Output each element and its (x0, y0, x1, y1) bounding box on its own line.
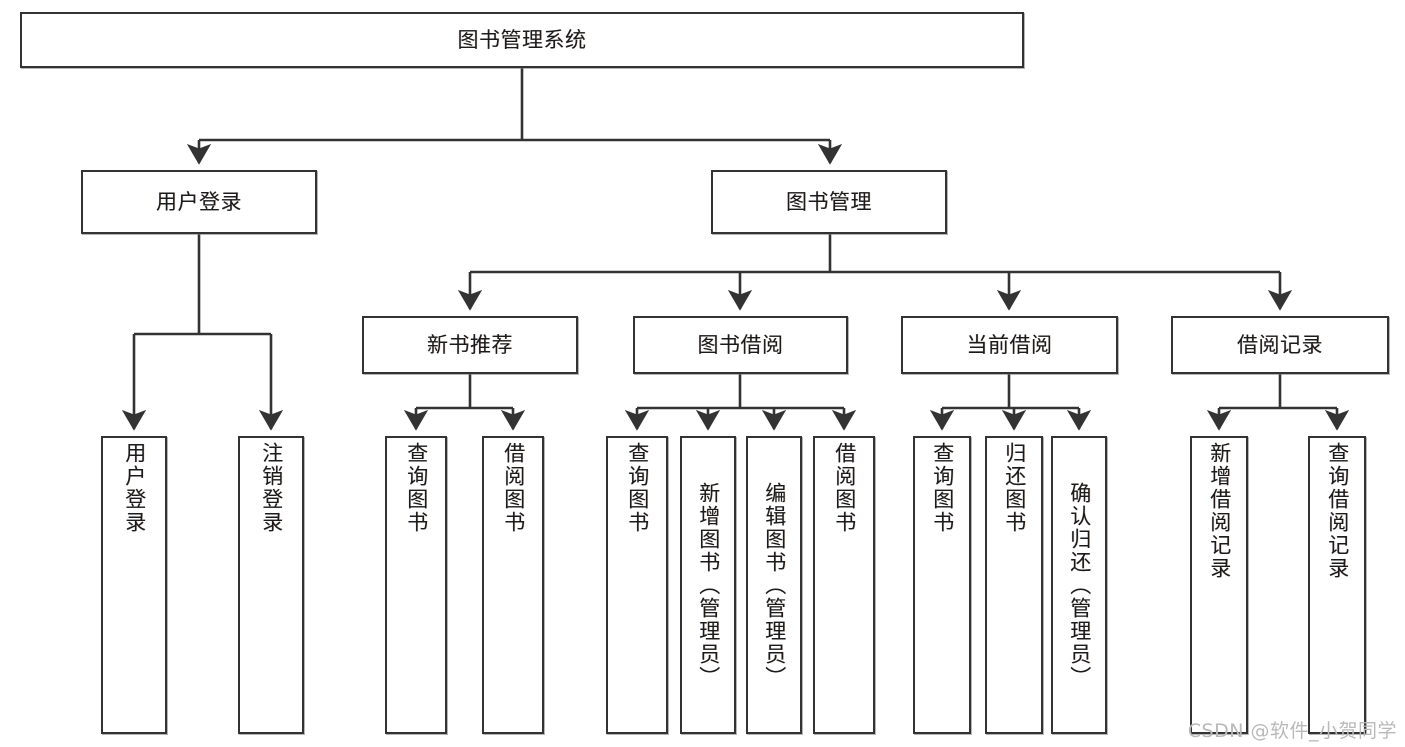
node-label: 当前借阅 (966, 332, 1053, 357)
node-current-borrow[interactable]: 当前借阅 (901, 316, 1118, 374)
node-label: 图书借阅 (697, 332, 784, 357)
node-user-login[interactable]: 用户登录 (81, 170, 317, 234)
leaf-borrow-book-recommend[interactable]: 借阅图书 (482, 436, 544, 734)
node-root-system[interactable]: 图书管理系统 (20, 12, 1024, 68)
leaf-query-book-recommend[interactable]: 查询图书 (385, 436, 447, 734)
node-label: 新增图书（管理员） (696, 481, 721, 689)
node-book-borrow[interactable]: 图书借阅 (633, 316, 848, 374)
leaf-query-borrow-record[interactable]: 查询借阅记录 (1308, 436, 1366, 734)
leaf-query-book-current[interactable]: 查询图书 (913, 436, 971, 734)
node-borrow-record[interactable]: 借阅记录 (1171, 316, 1389, 374)
node-label: 查询图书 (404, 442, 429, 534)
node-label: 注销登录 (259, 442, 284, 534)
node-label: 图书管理系统 (457, 27, 587, 52)
leaf-user-login[interactable]: 用户登录 (101, 436, 167, 734)
node-label: 查询图书 (930, 442, 955, 534)
leaf-borrow-book[interactable]: 借阅图书 (813, 436, 875, 734)
node-label: 查询图书 (625, 442, 650, 534)
leaf-edit-book-admin[interactable]: 编辑图书（管理员） (746, 436, 802, 734)
node-label: 图书管理 (786, 189, 872, 214)
node-label: 新增借阅记录 (1207, 442, 1232, 580)
node-label: 编辑图书（管理员） (762, 481, 787, 689)
leaf-return-book[interactable]: 归还图书 (985, 436, 1043, 734)
node-label: 归还图书 (1002, 442, 1027, 534)
node-new-book-recommend[interactable]: 新书推荐 (362, 316, 578, 374)
csdn-watermark: CSDN @软件_小贺同学 (1187, 720, 1397, 742)
node-label: 用户登录 (156, 189, 242, 214)
node-label: 确认归还（管理员） (1067, 481, 1092, 689)
node-label: 新书推荐 (427, 332, 513, 357)
node-label: 借阅记录 (1237, 332, 1323, 357)
node-label: 借阅图书 (501, 442, 526, 534)
node-label: 查询借阅记录 (1325, 442, 1350, 580)
leaf-logout[interactable]: 注销登录 (238, 436, 304, 734)
node-label: 用户登录 (122, 442, 147, 534)
leaf-confirm-return-admin[interactable]: 确认归还（管理员） (1051, 436, 1107, 734)
node-label: 借阅图书 (832, 442, 857, 534)
leaf-query-book-borrow[interactable]: 查询图书 (606, 436, 668, 734)
leaf-add-borrow-record[interactable]: 新增借阅记录 (1190, 436, 1248, 734)
node-book-management[interactable]: 图书管理 (711, 170, 947, 234)
leaf-add-book-admin[interactable]: 新增图书（管理员） (680, 436, 736, 734)
